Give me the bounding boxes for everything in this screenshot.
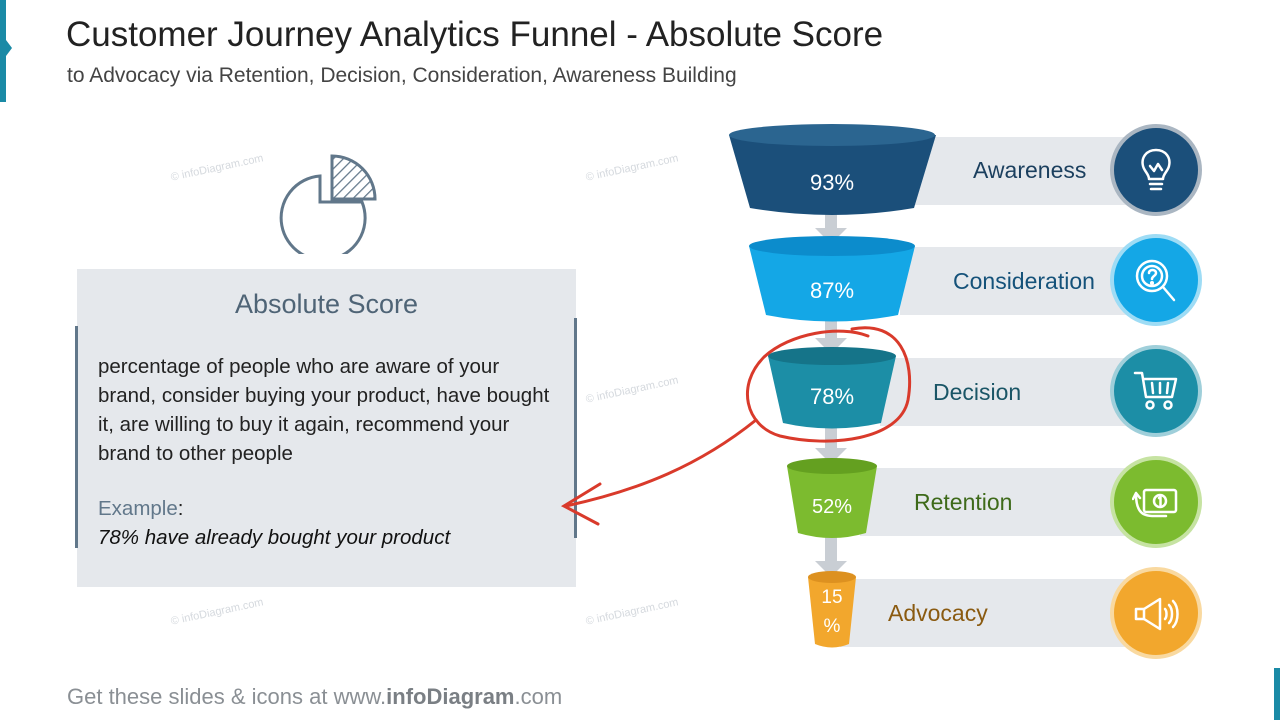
stage-circle-consideration [1110,234,1202,326]
lightbulb-icon [1141,148,1171,191]
percent-advocacy-line2: % [824,616,841,637]
stage-label-advocacy: Advocacy [888,600,988,626]
stage-circle-awareness [1110,124,1202,216]
money-refresh-icon [1132,488,1178,518]
left-accent-bar [0,0,12,102]
percent-consideration: 87% [810,278,854,303]
footer-brand: infoDiagram [386,684,515,709]
example-label: Example: [98,497,183,521]
stage-label-awareness: Awareness [973,157,1087,183]
band-advocacy [840,579,1150,647]
stage-circle-decision [1110,345,1202,437]
band-awareness [900,137,1150,205]
right-accent-bar [1274,668,1280,720]
shopping-cart-icon [1133,371,1178,410]
percent-awareness: 93% [810,170,854,195]
highlight-arrow-head [560,482,602,526]
connector-arrow-3-head [815,448,847,464]
highlight-annotation [560,326,912,526]
band-consideration [900,247,1150,315]
funnel-segment-decision [768,347,896,429]
band-retention [860,468,1150,536]
connector-arrow-2-head [815,338,847,354]
megaphone-icon [1134,597,1179,631]
absolute-score-box: Absolute Score [77,269,576,587]
stage-label-retention: Retention [914,489,1013,515]
funnel-segment-consideration [749,236,915,322]
example-label-text: Example [98,497,178,520]
page-subtitle: to Advocacy via Retention, Decision, Con… [67,64,737,87]
example-text: 78% have already bought your product [98,526,451,549]
score-description: percentage of people who are aware of yo… [98,355,550,465]
connector-arrow-4-head [815,561,847,577]
example-colon: : [177,497,184,520]
connector-arrow-4 [825,537,837,563]
score-box-left-bar [75,326,78,548]
funnel-segment-retention [787,458,877,538]
footer-text: Get these slides & icons at www.infoDiag… [67,684,562,710]
stage-label-decision: Decision [933,379,1022,405]
band-decision [880,358,1150,426]
funnel-segment-advocacy [808,571,856,648]
percent-decision: 78% [810,384,854,409]
score-box-title: Absolute Score [234,289,419,319]
connector-arrow-3 [825,428,837,450]
page-title: Customer Journey Analytics Funnel - Abso… [66,15,884,54]
stage-circle-retention [1110,456,1202,548]
connector-arrow-1 [825,212,837,230]
score-box-right-bar [574,318,577,538]
funnel-segment-awareness [729,124,936,215]
footer-suffix: .com [514,684,563,709]
highlight-arrow-line [564,418,758,508]
pie-chart-icon [279,154,377,254]
footer-prefix: Get these slides & icons at www. [67,684,387,709]
stage-label-consideration: Consideration [953,268,1095,294]
stage-circle-advocacy [1110,567,1202,659]
percent-advocacy-line1: 15 [821,587,842,608]
question-magnifier-icon [1135,259,1176,302]
connector-arrow-1-head [815,228,847,244]
highlight-circle [746,326,912,443]
percent-retention: 52% [812,496,852,518]
